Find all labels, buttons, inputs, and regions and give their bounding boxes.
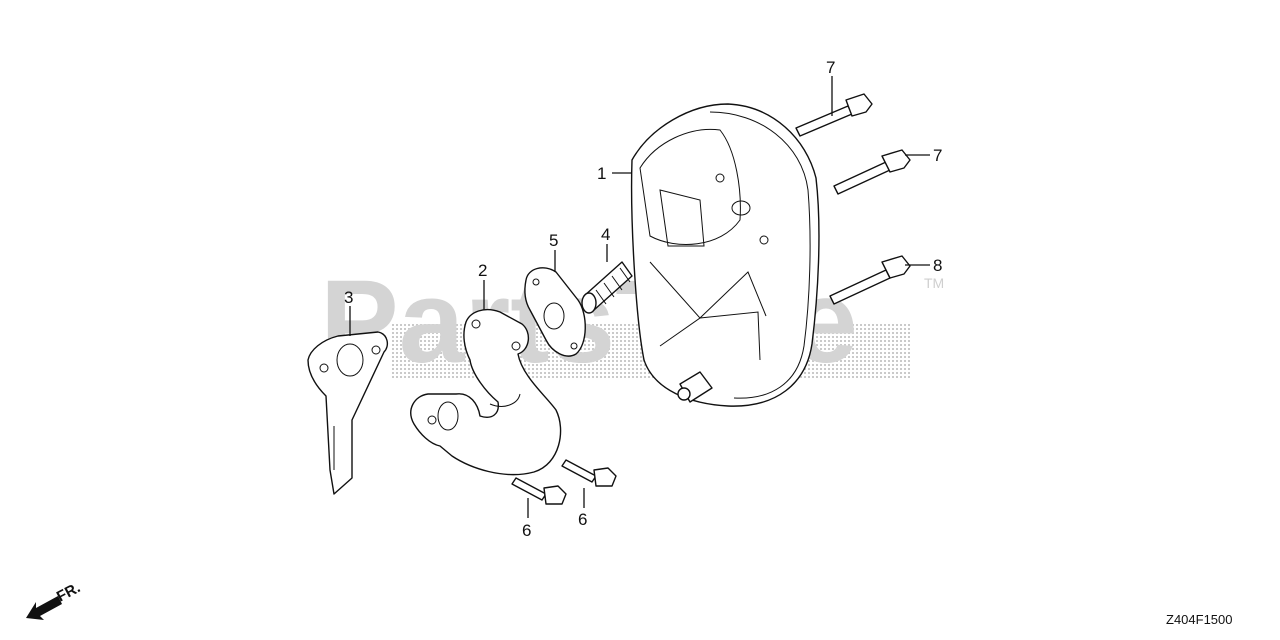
callout-4: 4 bbox=[601, 225, 610, 244]
front-direction-indicator: FR. bbox=[26, 579, 83, 620]
part-exhaust-pipe bbox=[410, 308, 562, 476]
bolt-6-left bbox=[511, 477, 567, 505]
watermark-trademark: TM bbox=[924, 275, 944, 291]
callout-6-right: 6 bbox=[578, 510, 587, 529]
bolt-7-upper bbox=[795, 93, 873, 137]
callout-7-lower: 7 bbox=[933, 146, 942, 165]
leader-lines bbox=[349, 76, 930, 518]
bolt-7-lower bbox=[833, 149, 911, 195]
diagram-code: Z404F1500 bbox=[1166, 612, 1233, 627]
callout-2: 2 bbox=[478, 261, 487, 280]
callout-7-upper: 7 bbox=[826, 58, 835, 77]
callout-8: 8 bbox=[933, 256, 942, 275]
bolt-6-right bbox=[561, 459, 617, 487]
front-arrow-icon bbox=[26, 596, 62, 620]
bolt-8 bbox=[829, 255, 911, 305]
part-bracket bbox=[307, 331, 389, 495]
callout-5: 5 bbox=[549, 231, 558, 250]
callout-3: 3 bbox=[344, 288, 353, 307]
part-gasket bbox=[524, 267, 586, 357]
part-screen bbox=[581, 261, 633, 314]
callout-6-left: 6 bbox=[522, 521, 531, 540]
part-muffler bbox=[630, 103, 820, 407]
callout-1: 1 bbox=[597, 164, 606, 183]
